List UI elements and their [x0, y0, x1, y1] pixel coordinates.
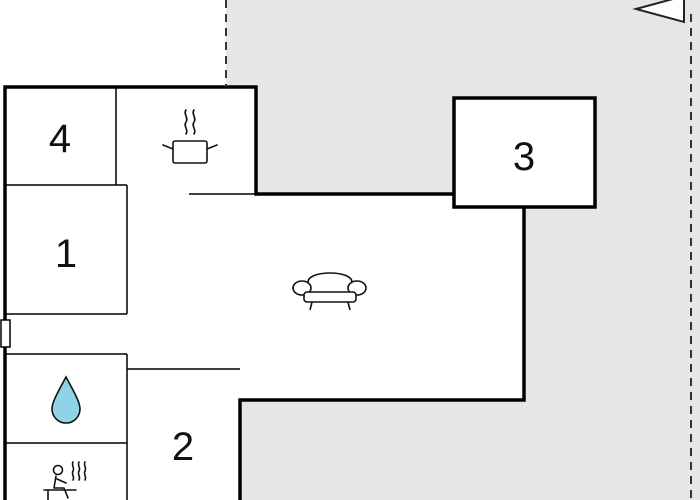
cooking-pot-icon	[162, 109, 218, 164]
direction-arrow-icon	[632, 0, 685, 24]
room-1-label: 1	[55, 232, 77, 276]
entrance-door	[0, 319, 11, 348]
sauna-icon	[43, 461, 87, 500]
room-3-label: 3	[513, 135, 535, 179]
room-4-label: 4	[49, 117, 71, 161]
sofa-icon	[292, 272, 367, 311]
room-3-fill	[454, 98, 595, 207]
water-drop-icon	[51, 375, 81, 424]
outer-wall	[3, 85, 526, 500]
room-2-label: 2	[172, 425, 194, 469]
house-interior	[5, 87, 524, 500]
room-3-wall	[452, 96, 597, 209]
